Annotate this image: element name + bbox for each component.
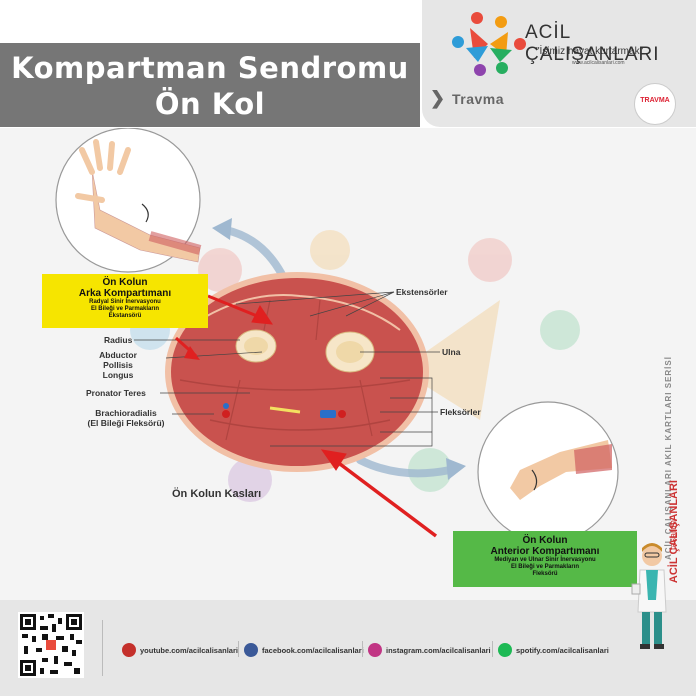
anterior-title2: Anterior Kompartımanı <box>490 546 600 557</box>
social-facebook[interactable]: facebook.com/acilcalisanlari <box>244 642 364 658</box>
brand-logo-icon <box>452 12 526 76</box>
category-label: Travma <box>452 91 505 107</box>
posterior-title2: Arka Kompartımanı <box>78 288 172 299</box>
anterior-sub3: Fleksörü <box>532 571 558 577</box>
instagram-icon <box>368 643 382 657</box>
anterior-sub2: El Bileği ve Parmakların <box>510 564 580 570</box>
posterior-sub2: El Bileği ve Parmakların <box>90 306 160 312</box>
anatomy-diagram <box>55 128 619 543</box>
anterior-sub1: Mediyan ve Ulnar Sinir İnervasyonu <box>494 557 596 563</box>
posterior-compartment-callout: Ön Kolun Arka Kompartımanı Radyal Sinir … <box>42 274 208 328</box>
facebook-icon <box>244 643 258 657</box>
footer-separator <box>492 641 493 657</box>
instagram-link[interactable]: instagram.com/acilcalisanlari <box>386 645 491 655</box>
social-youtube[interactable]: youtube.com/acilcalisanlari <box>122 642 238 658</box>
youtube-icon <box>122 643 136 657</box>
brand-name: ACİL ÇALIŞANLARI <box>525 22 660 65</box>
page-title-line1: Kompartman Sendromu <box>11 51 409 85</box>
footer-separator <box>238 641 239 657</box>
brand-url: www.acilcalisanlari.com <box>572 60 625 66</box>
label-abductor-line2: Pollisis <box>103 360 133 370</box>
posterior-sub3: Ekstansörü <box>108 313 142 319</box>
posterior-sub1: Radyal Sinir İnervasyonu <box>89 299 161 305</box>
forearm-cross-section <box>165 272 429 472</box>
label-brachioradialis: Brachioradialis (El Bileği Fleksörü) <box>76 408 176 428</box>
brand-slogan: "İşimiz hayat kurtarmak" <box>536 46 644 57</box>
label-fleksorler: Fleksörler <box>440 407 481 417</box>
label-ekstensorler: Ekstensörler <box>396 287 448 297</box>
diagram-caption: Ön Kolun Kasları <box>172 488 262 500</box>
footer-divider <box>102 620 103 676</box>
label-brachioradialis-line1: Brachioradialis <box>95 408 157 418</box>
posterior-title1: Ön Kolun <box>102 277 148 288</box>
social-spotify[interactable]: spotify.com/acilcalisanlari <box>498 642 609 658</box>
facebook-link[interactable]: facebook.com/acilcalisanlari <box>262 645 364 655</box>
label-abductor-line3: Longus <box>102 370 134 380</box>
label-brachioradialis-line2: (El Bileği Fleksörü) <box>87 418 165 428</box>
anterior-title1: Ön Kolun <box>522 535 568 546</box>
label-ulna: Ulna <box>442 347 461 357</box>
label-pronator-teres: Pronator Teres <box>86 388 146 398</box>
label-abductor-line1: Abductor <box>99 350 137 360</box>
social-instagram[interactable]: instagram.com/acilcalisanlari <box>368 642 491 658</box>
wrist-extension-illustration <box>55 128 202 273</box>
category-badge: TRAVMA <box>634 83 676 125</box>
label-radius: Radius <box>104 335 133 345</box>
title-bar: Kompartman Sendromu Ön Kol <box>0 43 420 127</box>
anterior-compartment-callout: Ön Kolun Anterior Kompartımanı Mediyan v… <box>453 531 637 587</box>
chevron-right-icon: ❯ <box>430 88 446 108</box>
category-badge-text: TRAVMA <box>640 97 670 104</box>
wrist-flexion-illustration <box>477 401 619 543</box>
doctor-mascot-icon <box>631 543 667 649</box>
spotify-icon <box>498 643 512 657</box>
youtube-link[interactable]: youtube.com/acilcalisanlari <box>140 645 238 655</box>
spotify-link[interactable]: spotify.com/acilcalisanlari <box>516 645 609 655</box>
footer-separator <box>362 641 363 657</box>
pressure-arrows <box>174 294 438 538</box>
page-title-line2: Ön Kol <box>154 87 266 121</box>
footer-bar <box>0 600 696 696</box>
label-abductor: Abductor Pollisis Longus <box>90 350 146 380</box>
qr-code-icon <box>18 612 84 678</box>
